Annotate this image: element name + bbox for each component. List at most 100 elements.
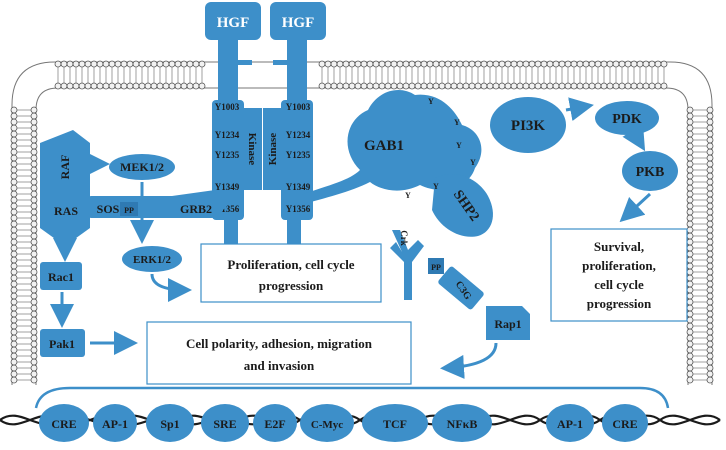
site-right: Y1235 [286, 150, 311, 160]
y-site: Y [405, 191, 411, 200]
receptor-link-left [238, 60, 252, 65]
polarity-line1: Cell polarity, adhesion, migration [186, 336, 373, 351]
survival-line3: cell cycle [594, 277, 644, 292]
outcome-boxes: Proliferation, cell cycle progression Ce… [146, 228, 688, 385]
site-left: Y1003 [215, 102, 240, 112]
transcription-factor-label: CRE [612, 417, 637, 431]
polarity-line2: and invasion [244, 358, 315, 373]
transcription-factor-label: AP-1 [557, 417, 583, 431]
arrow-pdk-pkb [622, 124, 646, 152]
ras-protein [40, 195, 90, 246]
transcription-factor-label: CRE [51, 417, 76, 431]
rap1-protein [486, 306, 530, 340]
ras-pathway [40, 130, 228, 357]
transcription-factor [253, 404, 297, 442]
y-site: Y [428, 97, 434, 106]
pkb-protein [622, 151, 678, 191]
receptor-extracellular-right [287, 40, 307, 100]
transcription-factor-label: AP-1 [102, 417, 128, 431]
pp1-label: PP [124, 206, 134, 215]
mek-protein [109, 154, 175, 180]
pi3k-label: PI3K [511, 118, 546, 134]
site-right: Y1349 [286, 182, 311, 192]
polarity-box [146, 321, 412, 385]
kinase-left-label: Kinase [246, 133, 258, 166]
transcription-factor [432, 404, 492, 442]
arrow-pi3k-pdk [565, 97, 594, 122]
arrow-pkb-survival [619, 192, 652, 223]
transcription-factor [146, 404, 194, 442]
pp2-block [428, 258, 444, 274]
kinase-domain-left [244, 108, 262, 190]
site-left: Y1349 [215, 182, 240, 192]
mek-label: MEK1/2 [120, 160, 164, 174]
raf-label: RAF [58, 155, 72, 180]
transcription-factor-label: SRE [213, 417, 236, 431]
raf-protein [40, 130, 90, 195]
grb2-protein [172, 190, 228, 218]
transcription-factor [93, 404, 137, 442]
grb2-label: GRB2 [180, 202, 212, 216]
crk-label: Crk [399, 230, 409, 246]
erk-protein [122, 246, 182, 272]
transcription-factor [602, 404, 648, 442]
survival-line1: Survival, [594, 239, 644, 254]
arrow-erk-proliferation [150, 273, 192, 302]
pak1-protein [40, 329, 85, 357]
transcription-factor [362, 404, 428, 442]
shp2-protein [432, 174, 493, 237]
transcription-factor [39, 404, 89, 442]
kinase-right-label: Kinase [267, 133, 279, 166]
crk-protein [390, 230, 424, 300]
survival-line2: proliferation, [582, 258, 656, 273]
y-site: Y [470, 158, 476, 167]
pp-block [120, 202, 138, 216]
transcription-factor-label: NFκB [447, 417, 478, 431]
receptor-link-right [273, 60, 287, 65]
receptor-intracellular-left [212, 100, 244, 220]
site-left: Y1234 [215, 130, 240, 140]
transcription-factor-label: TCF [383, 417, 407, 431]
y-site: Y [456, 141, 462, 150]
transcription-factor [201, 404, 249, 442]
site-left: Y1356 [215, 204, 240, 214]
phospho-sites: Y Y Y Y Y Y [405, 97, 476, 200]
site-right: Y1003 [286, 102, 311, 112]
hgf-ligand-right [270, 2, 326, 40]
kinase-domain-right [263, 108, 281, 190]
survival-box [550, 228, 688, 322]
proliferation-line1: Proliferation, cell cycle [227, 257, 354, 272]
site-right: Y1234 [286, 130, 311, 140]
nucleus-outline [34, 386, 670, 409]
proliferation-line2: progression [259, 278, 324, 293]
met-receptor [205, 2, 326, 252]
rap1-label: Rap1 [494, 317, 521, 331]
erk-label: ERK1/2 [133, 254, 171, 266]
receptor-extracellular-left [218, 40, 238, 100]
signal-arrows [50, 97, 652, 379]
pkb-label: PKB [636, 165, 665, 180]
y-site: Y [454, 118, 460, 127]
rac1-protein [40, 262, 82, 290]
arrow-rap1-polarity [440, 342, 498, 379]
proliferation-box [200, 243, 382, 303]
ras-label: RAS [54, 204, 78, 218]
transcription-factor [546, 404, 594, 442]
rac1-label: Rac1 [48, 270, 74, 284]
gab1-label: GAB1 [364, 138, 404, 154]
survival-line4: progression [587, 296, 652, 311]
pdk-label: PDK [612, 112, 642, 127]
hgf-right-label: HGF [282, 15, 315, 31]
gab1-pathway [300, 90, 678, 340]
hgf-left-label: HGF [217, 15, 250, 31]
tyrosine-sites-right: Y1003 Y1234 Y1235 Y1349 Y1356 [286, 102, 311, 214]
y-site: Y [433, 182, 439, 191]
receptor-intracellular-right [281, 100, 313, 220]
sos-label: SOS [97, 202, 120, 216]
pak1-label: Pak1 [49, 337, 75, 351]
site-right: Y1356 [286, 204, 311, 214]
site-left: Y1235 [215, 150, 240, 160]
tyrosine-sites-left: Y1003 Y1234 Y1235 Y1349 Y1356 [215, 102, 240, 214]
gab1-protein [300, 90, 482, 205]
